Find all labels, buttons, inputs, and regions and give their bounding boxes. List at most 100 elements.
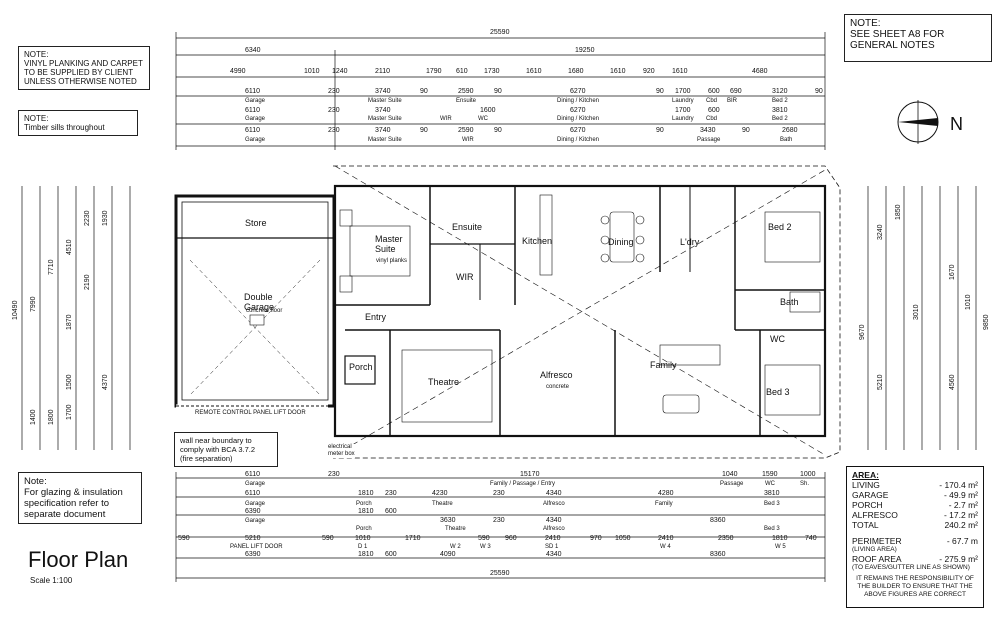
svg-text:1810: 1810 bbox=[772, 535, 788, 542]
svg-text:1700: 1700 bbox=[66, 404, 73, 420]
perimeter-sub: (LIVING AREA) bbox=[852, 546, 897, 553]
svg-text:Bed 3: Bed 3 bbox=[764, 526, 780, 532]
svg-text:2410: 2410 bbox=[545, 535, 561, 542]
svg-text:3010: 3010 bbox=[913, 304, 920, 320]
dim-top-room-labels-3: Garage Master Suite WIR Dining / Kitchen… bbox=[245, 137, 792, 143]
svg-text:1010: 1010 bbox=[304, 68, 320, 75]
svg-text:Master Suite: Master Suite bbox=[368, 98, 402, 104]
area-schedule: AREA: LIVING- 170.4 m² GARAGE- 49.9 m² P… bbox=[846, 466, 984, 608]
svg-text:4230: 4230 bbox=[432, 490, 448, 497]
svg-text:6110: 6110 bbox=[245, 88, 260, 95]
svg-text:1930: 1930 bbox=[102, 210, 109, 226]
svg-text:3240: 3240 bbox=[877, 224, 884, 240]
svg-text:1700: 1700 bbox=[675, 88, 691, 95]
svg-text:600: 600 bbox=[385, 551, 397, 558]
svg-text:1710: 1710 bbox=[405, 535, 421, 542]
svg-text:90: 90 bbox=[420, 88, 428, 95]
svg-text:WIR: WIR bbox=[440, 116, 452, 122]
svg-text:Passage: Passage bbox=[720, 481, 744, 487]
svg-text:Master Suite: Master Suite bbox=[368, 116, 402, 122]
svg-text:Bed 2: Bed 2 bbox=[772, 116, 788, 122]
svg-text:2680: 2680 bbox=[782, 127, 798, 134]
room-bed-2: Bed 2 bbox=[768, 222, 792, 232]
dim-top-room-labels-1: Garage Master Suite Ensuite Dining / Kit… bbox=[245, 98, 788, 104]
svg-text:1500: 1500 bbox=[66, 374, 73, 390]
svg-text:590: 590 bbox=[178, 535, 190, 542]
room-alfresco: Alfresco bbox=[540, 370, 573, 380]
scale-label: Scale 1:100 bbox=[30, 576, 73, 585]
svg-text:90: 90 bbox=[742, 127, 750, 134]
dim-top-rooms-2: 6110 230 3740 1600 6270 1700 600 3810 bbox=[245, 107, 788, 114]
svg-text:1600: 1600 bbox=[480, 107, 496, 114]
svg-text:Dining / Kitchen: Dining / Kitchen bbox=[557, 137, 599, 143]
svg-text:Bed 2: Bed 2 bbox=[772, 98, 788, 104]
svg-text:6270: 6270 bbox=[570, 88, 586, 95]
svg-text:1790: 1790 bbox=[426, 68, 442, 75]
svg-text:230: 230 bbox=[328, 107, 340, 114]
roof-area-sub: (TO EAVES/GUTTER LINE AS SHOWN) bbox=[852, 564, 970, 571]
svg-text:230: 230 bbox=[328, 127, 340, 134]
svg-text:3630: 3630 bbox=[440, 517, 456, 524]
svg-text:4280: 4280 bbox=[658, 490, 674, 497]
area-row: GARAGE- 49.9 m² bbox=[852, 490, 978, 500]
svg-text:230: 230 bbox=[385, 490, 397, 497]
area-disclaimer: IT REMAINS THE RESPONSIBILITY OF THE BUI… bbox=[856, 575, 974, 598]
svg-text:4560: 4560 bbox=[949, 374, 956, 390]
svg-text:230: 230 bbox=[493, 490, 505, 497]
svg-text:D 1: D 1 bbox=[358, 544, 368, 550]
bottom-dim-row5: 6390 1810 600 4090 4340 8360 bbox=[245, 551, 726, 558]
svg-text:1240: 1240 bbox=[332, 68, 348, 75]
svg-text:Garage: Garage bbox=[245, 518, 266, 524]
bottom-dim-row3-labels: Garage Porch Theatre Alfresco Bed 3 bbox=[245, 518, 780, 532]
dim-top-room-labels-2: Garage Master Suite WIR WC Dining / Kitc… bbox=[245, 116, 788, 122]
svg-text:1680: 1680 bbox=[568, 68, 584, 75]
svg-text:3120: 3120 bbox=[772, 88, 788, 95]
svg-text:Cbd: Cbd bbox=[706, 98, 717, 104]
dim-bottom-overall: 25590 bbox=[490, 570, 510, 577]
svg-text:15170: 15170 bbox=[520, 471, 540, 478]
svg-text:6110: 6110 bbox=[245, 490, 260, 497]
note-vinyl: NOTE:VINYL PLANKING AND CARPET TO BE SUP… bbox=[18, 46, 150, 90]
svg-text:600: 600 bbox=[708, 107, 720, 114]
svg-text:1870: 1870 bbox=[66, 314, 73, 330]
svg-text:2590: 2590 bbox=[458, 127, 474, 134]
svg-text:Garage: Garage bbox=[245, 98, 266, 104]
svg-text:Porch: Porch bbox=[356, 501, 372, 507]
svg-text:1810: 1810 bbox=[358, 490, 374, 497]
svg-text:Garage: Garage bbox=[245, 116, 266, 122]
svg-text:Dining / Kitchen: Dining / Kitchen bbox=[557, 98, 599, 104]
svg-text:Bed 3: Bed 3 bbox=[764, 501, 780, 507]
svg-text:9850: 9850 bbox=[983, 314, 990, 330]
svg-text:W 5: W 5 bbox=[775, 544, 786, 550]
svg-text:3810: 3810 bbox=[772, 107, 788, 114]
svg-text:7710: 7710 bbox=[48, 259, 55, 275]
svg-text:4340: 4340 bbox=[546, 490, 562, 497]
note-glazing: Note:For glazing & insulation specificat… bbox=[18, 472, 142, 524]
bottom-dimensions bbox=[175, 472, 826, 582]
svg-text:1000: 1000 bbox=[800, 471, 816, 478]
dim-top-garage-width: 6340 bbox=[245, 47, 261, 54]
room-alfresco-sub: concrete bbox=[546, 384, 570, 390]
svg-text:9670: 9670 bbox=[859, 324, 866, 340]
svg-text:Porch: Porch bbox=[356, 526, 372, 532]
svg-text:90: 90 bbox=[656, 127, 664, 134]
svg-text:Theatre: Theatre bbox=[445, 526, 466, 532]
area-row: LIVING- 170.4 m² bbox=[852, 480, 978, 490]
svg-text:960: 960 bbox=[505, 535, 517, 542]
bottom-dim-row1-labels: Garage Family / Passage / Entry Passage … bbox=[245, 481, 809, 487]
svg-text:Theatre: Theatre bbox=[432, 501, 453, 507]
svg-text:WIR: WIR bbox=[462, 137, 474, 143]
right-dimension-values: 9670 9850 5210 4560 3240 3010 1850 1670 … bbox=[859, 204, 990, 390]
svg-text:6110: 6110 bbox=[245, 127, 260, 134]
north-arrow bbox=[897, 100, 939, 144]
svg-text:1610: 1610 bbox=[672, 68, 688, 75]
svg-text:SD 1: SD 1 bbox=[545, 544, 559, 550]
svg-text:8360: 8360 bbox=[710, 517, 726, 524]
area-row: PORCH- 2.7 m² bbox=[852, 500, 978, 510]
svg-text:90: 90 bbox=[656, 88, 664, 95]
svg-text:2230: 2230 bbox=[84, 210, 91, 226]
dim-top-rooms-1: 6110 230 3740 90 2590 90 6270 90 1700 60… bbox=[245, 88, 823, 95]
svg-text:1400: 1400 bbox=[30, 409, 37, 425]
